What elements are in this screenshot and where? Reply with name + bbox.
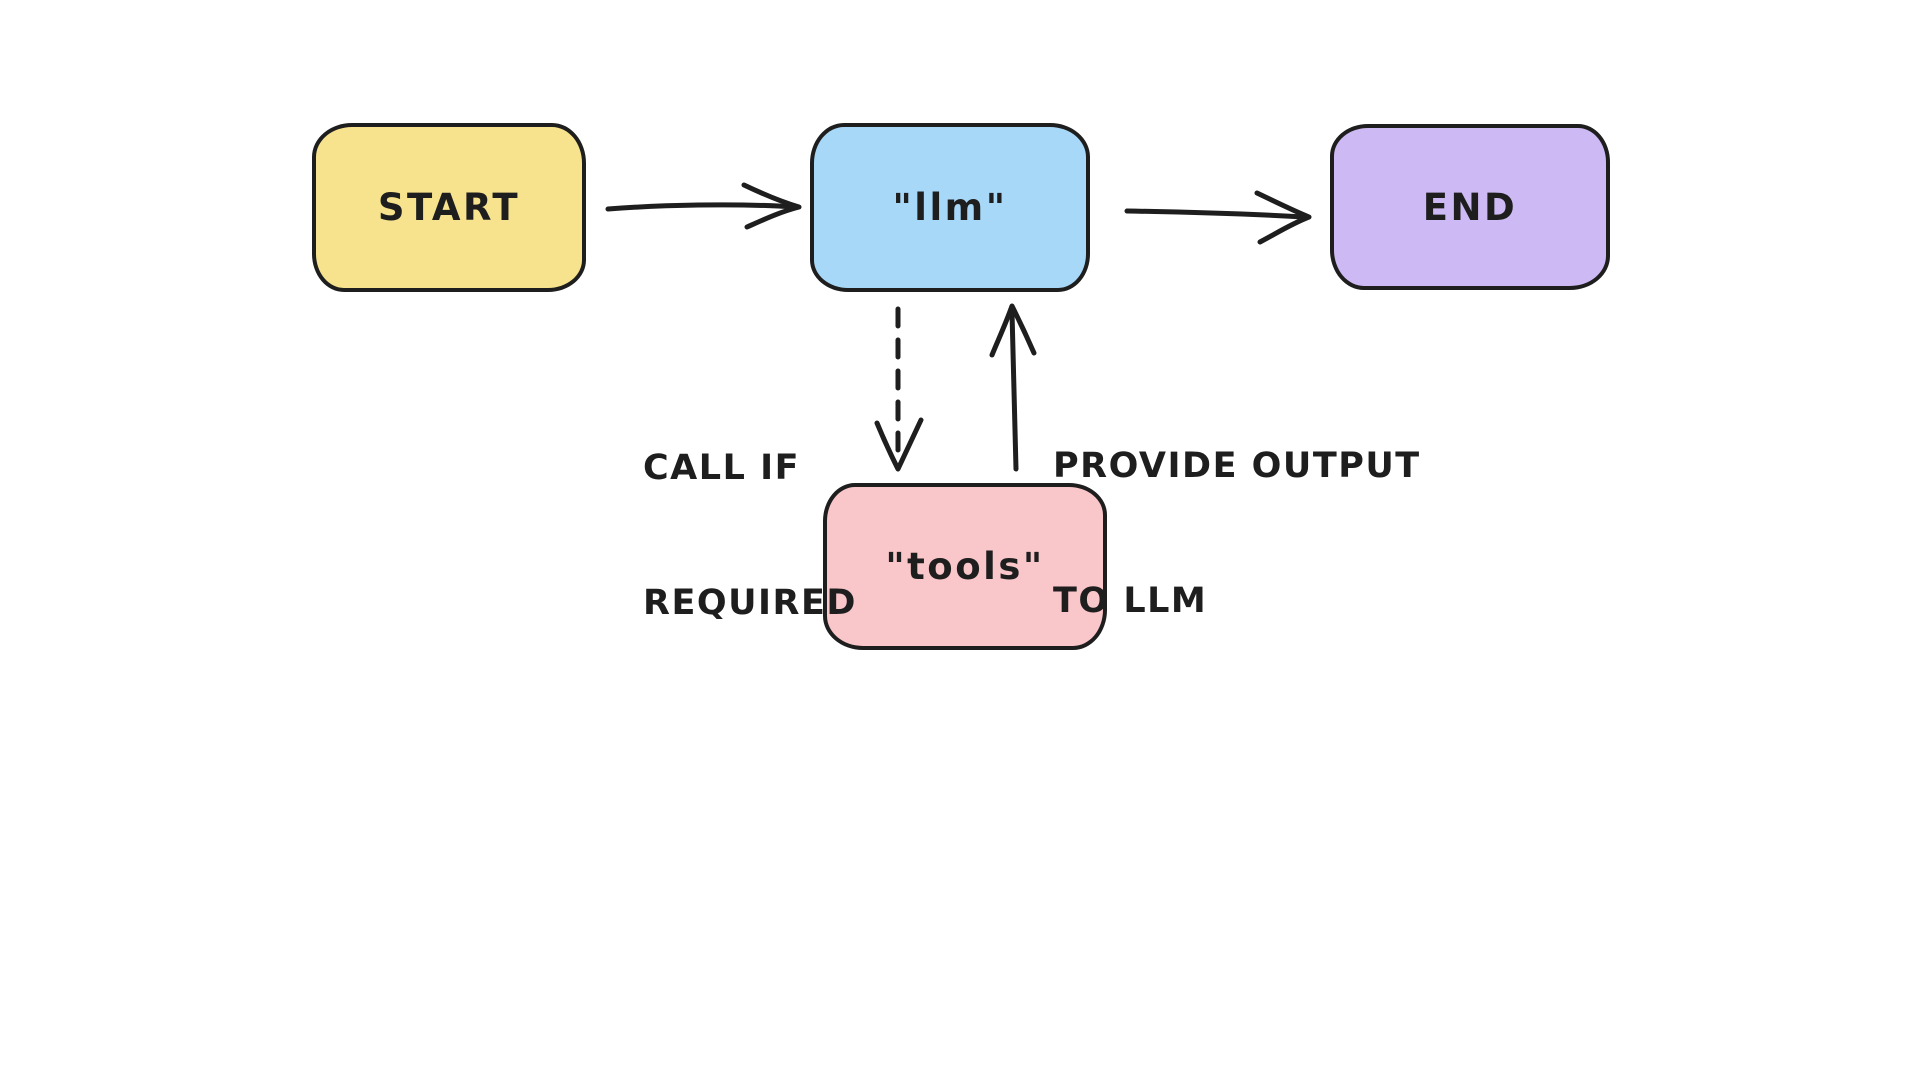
edge-label-line: CALL IF [643, 448, 800, 488]
node-tools-label: "tools" [885, 545, 1045, 588]
arrow-tools-to-llm [989, 303, 1037, 472]
arrow-llm-to-tools-dashed [874, 306, 924, 472]
node-llm-label: "llm" [892, 186, 1008, 229]
edge-label-line: TO LLM [1053, 581, 1208, 621]
node-tools: "tools" [823, 483, 1107, 650]
node-llm: "llm" [810, 123, 1090, 292]
edge-label-line: REQUIRED [643, 583, 857, 623]
edge-label-provide-output-to-llm: PROVIDE OUTPUT TO LLM [1053, 354, 1421, 714]
node-start-label: START [377, 186, 521, 229]
edge-label-line: PROVIDE OUTPUT [1053, 446, 1421, 486]
node-end: END [1330, 124, 1610, 290]
arrow-start-to-llm [605, 182, 802, 230]
edge-label-call-if-required: CALL IF REQUIRED [643, 356, 857, 716]
arrow-llm-to-end [1124, 190, 1312, 245]
node-end-label: END [1422, 185, 1518, 229]
node-start: START [312, 123, 586, 292]
